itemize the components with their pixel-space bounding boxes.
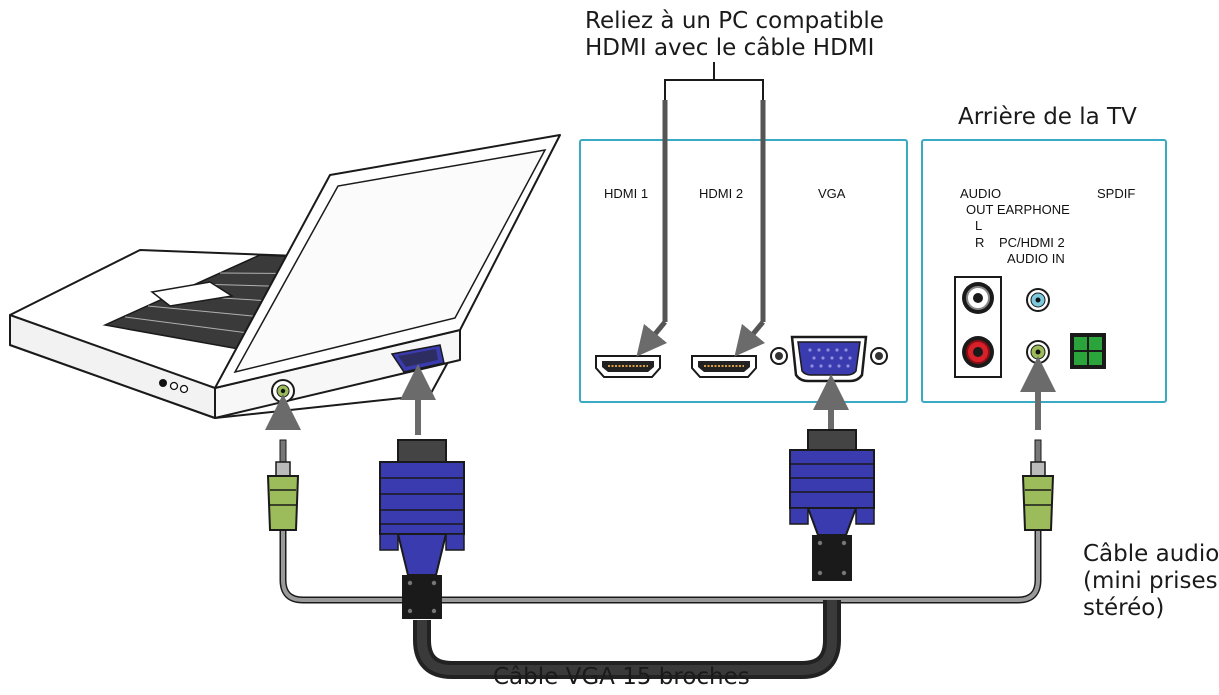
vga-plug-left <box>379 439 465 619</box>
audio-cable-label-line1: Câble audio <box>1083 541 1219 567</box>
out-earphone-label: OUT EARPHONE <box>966 202 1070 217</box>
hdmi1-label: HDMI 1 <box>604 186 649 201</box>
hdmi-note-line2: HDMI avec le câble HDMI <box>585 35 875 61</box>
pc-audio-in-jack <box>1026 340 1050 364</box>
tv-vga-port <box>770 335 888 383</box>
right-channel-label: R <box>975 235 985 250</box>
earphone-jack <box>1026 288 1050 312</box>
spdif-port <box>1070 333 1106 369</box>
hdmi2-label: HDMI 2 <box>699 186 744 201</box>
audio-plug-right <box>1021 439 1055 531</box>
laptop <box>9 134 561 419</box>
audio-cable-label-line3: stéréo) <box>1083 595 1165 621</box>
hdmi-cables <box>636 62 766 357</box>
audio-in-label: AUDIO IN <box>1007 251 1065 266</box>
hdmi1-port <box>595 355 661 378</box>
left-channel-label: L <box>975 218 983 233</box>
hdmi2-port <box>691 355 757 378</box>
vga-cable-label: Câble VGA 15 broches <box>493 664 750 690</box>
audio-plug-left <box>266 439 300 531</box>
vga-plug-right <box>789 429 875 581</box>
audio-cable-label-line2: (mini prises <box>1083 568 1218 594</box>
spdif-label: SPDIF <box>1097 186 1136 201</box>
hdmi-note-line1: Reliez à un PC compatible <box>585 8 884 34</box>
vga-label: VGA <box>818 186 846 201</box>
tv-back-label: Arrière de la TV <box>958 104 1137 130</box>
rca-right-jack <box>962 336 994 368</box>
audio-label: AUDIO <box>960 186 1002 201</box>
rca-left-jack <box>962 282 994 314</box>
connection-arrows <box>265 356 1056 435</box>
vga-cable <box>413 600 841 679</box>
pc-hdmi2-label: PC/HDMI 2 <box>999 235 1065 250</box>
